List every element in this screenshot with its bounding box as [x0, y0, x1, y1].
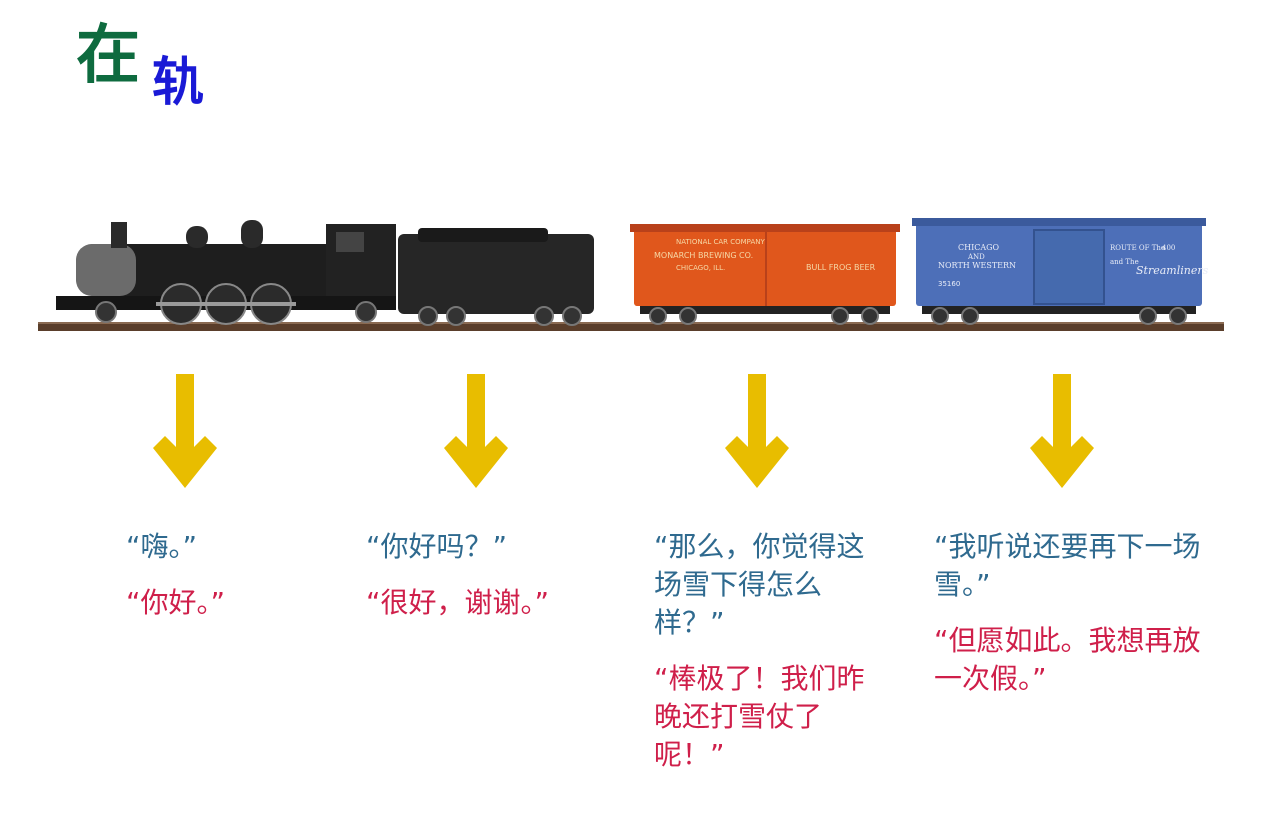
title-char-1: 在	[76, 19, 140, 93]
dialogue-question: “那么，你觉得这场雪下得怎么样？”	[654, 530, 865, 639]
coal-tender	[398, 228, 594, 326]
dialogue-question: “嗨。”	[126, 530, 198, 563]
down-arrow-icon	[725, 374, 789, 488]
boxcar-text-4: ROUTE OF The	[1110, 244, 1165, 252]
dialogue-answer: “棒极了！我们昨晚还打雪仗了呢！”	[654, 662, 865, 771]
track	[38, 322, 1224, 331]
locomotive	[56, 220, 396, 325]
dialogue-question: “我听说还要再下一场雪。”	[934, 530, 1201, 601]
reefer-text-1: NATIONAL CAR COMPANY	[676, 238, 765, 246]
dialogue-1: “嗨。” “你好。”	[126, 528, 316, 622]
boxcar-text-3: NORTH WESTERN	[938, 261, 1016, 270]
reefer-text-2: MONARCH BREWING CO.	[654, 251, 753, 260]
down-arrow-icon	[1030, 374, 1094, 488]
dialogue-answer: “但愿如此。我想再放一次假。”	[934, 624, 1201, 695]
dialogue-2: “你好吗？” “很好，谢谢。”	[366, 528, 616, 622]
dialogue-answer: “很好，谢谢。”	[366, 586, 550, 619]
boxcar-text-2: AND	[967, 253, 985, 261]
dialogue-question: “你好吗？”	[366, 530, 508, 563]
down-arrow-icon	[153, 374, 217, 488]
dialogue-answer: “你好。”	[126, 586, 226, 619]
boxcar-text-1: CHICAGO	[958, 243, 1000, 252]
boxcar-text-7: Streamliners	[1136, 264, 1209, 277]
reefer-text-3: CHICAGO, ILL.	[676, 264, 725, 272]
title-char-2: 轨	[152, 53, 205, 113]
dialogue-3: “那么，你觉得这场雪下得怎么样？” “棒极了！我们昨晚还打雪仗了呢！”	[654, 528, 868, 774]
box-car: CHICAGO AND NORTH WESTERN ROUTE OF The 4…	[912, 218, 1209, 325]
boxcar-text-5: 400	[1162, 244, 1175, 252]
reefer-car: NATIONAL CAR COMPANY MONARCH BREWING CO.…	[630, 224, 900, 325]
reefer-text-4: BULL FROG BEER	[806, 263, 876, 272]
train-image: NATIONAL CAR COMPANY MONARCH BREWING CO.…	[38, 218, 1224, 331]
down-arrow-icon	[444, 374, 508, 488]
dialogue-4: “我听说还要再下一场雪。” “但愿如此。我想再放一次假。”	[934, 528, 1224, 698]
boxcar-text-6: and The	[1110, 258, 1139, 266]
boxcar-text-8: 35160	[938, 280, 960, 288]
